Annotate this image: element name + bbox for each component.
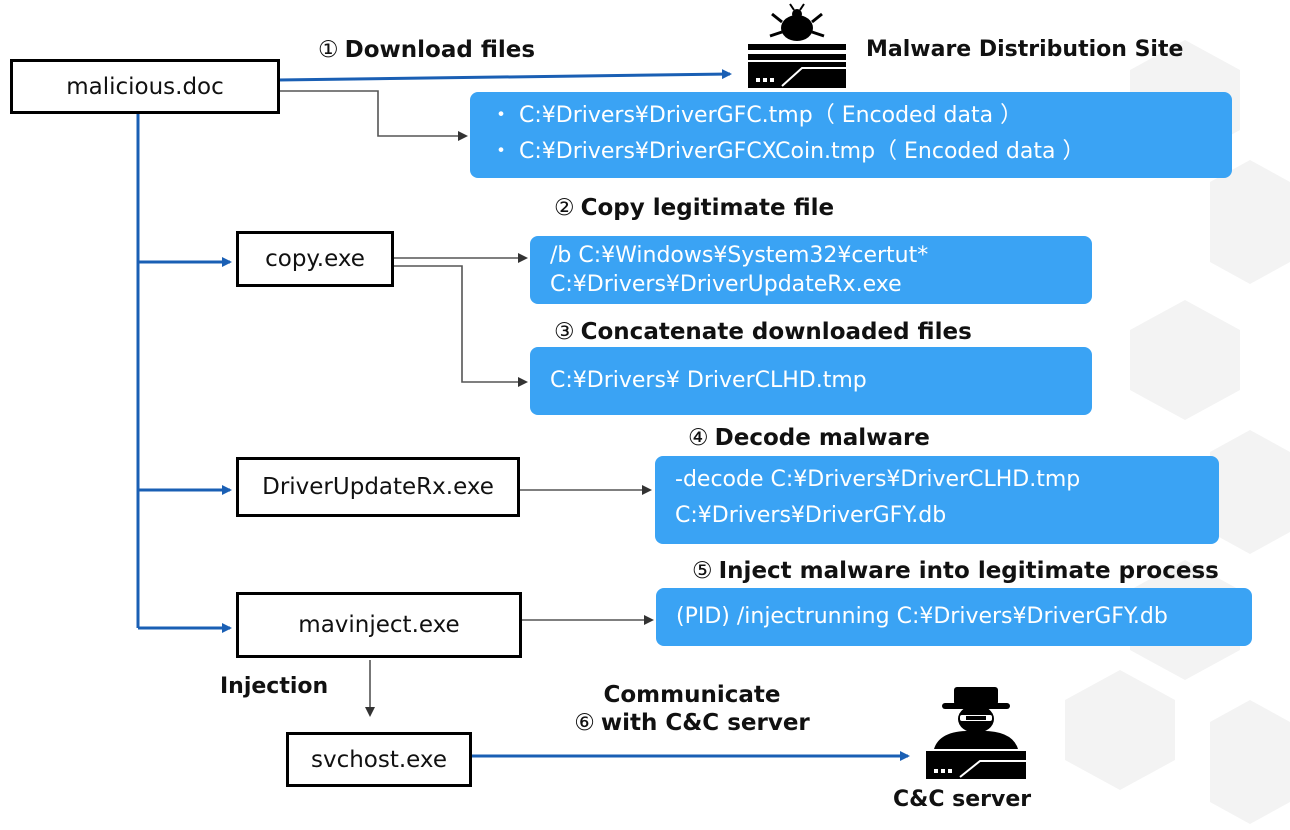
main-flow-lines <box>136 69 910 761</box>
process-label: mavinject.exe <box>298 612 460 638</box>
command-line: C:¥Drivers¥DriverUpdateRx.exe <box>550 272 902 297</box>
step-number: ③ <box>554 319 575 345</box>
command-line: -decode C:¥Drivers¥DriverCLHD.tmp <box>675 467 1081 492</box>
process-label: svchost.exe <box>310 746 447 773</box>
step-text: Inject malware into legitimate process <box>718 558 1219 584</box>
process-mavinject-exe: mavinject.exe <box>236 592 522 658</box>
process-label: DriverUpdateRx.exe <box>262 474 494 500</box>
step-number: ① <box>318 37 339 63</box>
inject-command-box: (PID) /injectrunning C:¥Drivers¥DriverGF… <box>656 588 1252 646</box>
injection-label: Injection <box>220 674 329 699</box>
step-text: Communicate <box>603 682 781 708</box>
process-label: malicious.doc <box>66 73 224 100</box>
command-line: (PID) /injectrunning C:¥Drivers¥DriverGF… <box>676 604 1168 629</box>
decode-command-box: -decode C:¥Drivers¥DriverCLHD.tmp C:¥Dri… <box>655 456 1219 544</box>
process-driverupdaterx-exe: DriverUpdateRx.exe <box>236 457 520 517</box>
step-text: Copy legitimate file <box>580 195 835 221</box>
downloaded-file-line: ・ C:¥Drivers¥DriverGFC.tmp（ Encoded data… <box>490 103 1023 128</box>
step-text: Decode malware <box>714 425 930 451</box>
downloaded-file-line: ・ C:¥Drivers¥DriverGFCXCoin.tmp（ Encoded… <box>490 139 1085 164</box>
distribution-site-label: Malware Distribution Site <box>866 37 1184 62</box>
downloaded-files-box: ・ C:¥Drivers¥DriverGFC.tmp（ Encoded data… <box>470 92 1232 178</box>
command-line: /b C:¥Windows¥System32¥certut* <box>550 243 929 268</box>
cc-server-label: C&C server <box>893 787 1032 812</box>
step-number: ④ <box>688 425 709 451</box>
process-label: copy.exe <box>265 246 365 272</box>
copy-command-box: /b C:¥Windows¥System32¥certut* C:¥Driver… <box>530 236 1092 304</box>
command-line: C:¥Drivers¥ DriverCLHD.tmp <box>550 368 867 393</box>
malware-server-icon <box>748 3 846 88</box>
hacker-server-icon <box>926 687 1026 779</box>
process-malicious-doc: malicious.doc <box>10 59 280 114</box>
command-line: C:¥Drivers¥DriverGFY.db <box>675 503 947 528</box>
concatenate-command-box: C:¥Drivers¥ DriverCLHD.tmp <box>530 347 1092 415</box>
step-text: with C&C server <box>600 710 810 736</box>
process-svchost-exe: svchost.exe <box>286 732 472 787</box>
step-text: Download files <box>344 37 536 63</box>
thin-connectors <box>278 90 654 717</box>
step-number: ⑥ <box>574 710 595 736</box>
step-text: Concatenate downloaded files <box>580 319 972 345</box>
step-number: ⑤ <box>692 558 713 584</box>
step-number: ② <box>554 195 575 221</box>
process-copy-exe: copy.exe <box>236 231 394 287</box>
